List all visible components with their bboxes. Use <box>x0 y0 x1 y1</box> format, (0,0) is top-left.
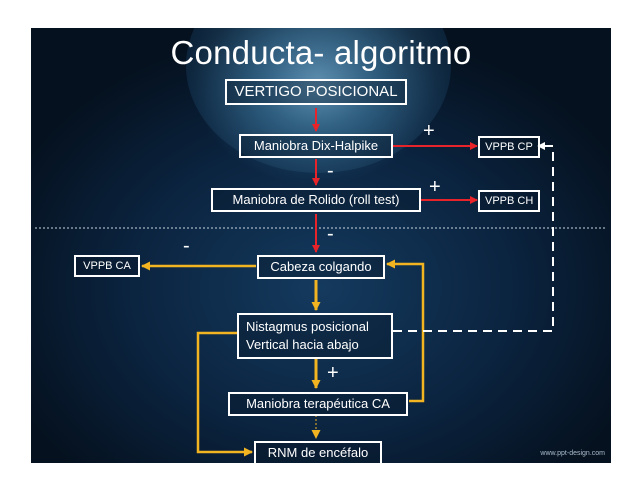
nistagmus-line-2: Vertical hacia abajo <box>246 337 359 352</box>
slide-title: Conducta- algoritmo <box>170 34 472 71</box>
sign-plus-nistagmus: + <box>327 362 339 384</box>
sign-plus-dix: + <box>423 120 435 142</box>
sign-minus-rolido: - <box>327 223 334 245</box>
sign-minus-cabeza: - <box>183 235 190 257</box>
node-rnm-de-encefalo: RNM de encéfalo <box>254 441 382 463</box>
nistagmus-line-1: Nistagmus posicional <box>246 319 369 334</box>
node-maniobra-dix-halpike: Maniobra Dix-Halpike <box>239 134 393 158</box>
arrow-terapeutica-back-to-cabeza <box>386 259 425 403</box>
sign-plus-rolido: + <box>429 176 441 198</box>
node-cabeza-colgando: Cabeza colgando <box>257 255 385 279</box>
node-vppb-ca: VPPB CA <box>74 255 140 277</box>
arrow-nistagmus-to-rnm <box>196 331 253 457</box>
watermark: www.ppt-design.com <box>540 450 605 457</box>
slide: Conducta- algoritmo VE <box>31 28 611 463</box>
node-vppb-ch: VPPB CH <box>478 190 540 212</box>
node-vertigo-posicional: VERTIGO POSICIONAL <box>225 79 407 105</box>
arrow-nistagmus-to-vppb-cp-dashed <box>393 142 554 332</box>
node-vppb-cp: VPPB CP <box>478 136 540 158</box>
node-nistagmus-posicional: Nistagmus posicional Vertical hacia abaj… <box>237 313 393 359</box>
node-maniobra-de-rolido: Maniobra de Rolido (roll test) <box>211 188 421 212</box>
node-maniobra-terapeutica-ca: Maniobra terapéutica CA <box>228 392 408 416</box>
sign-minus-dix: - <box>327 160 334 182</box>
connector-layer <box>35 108 607 457</box>
